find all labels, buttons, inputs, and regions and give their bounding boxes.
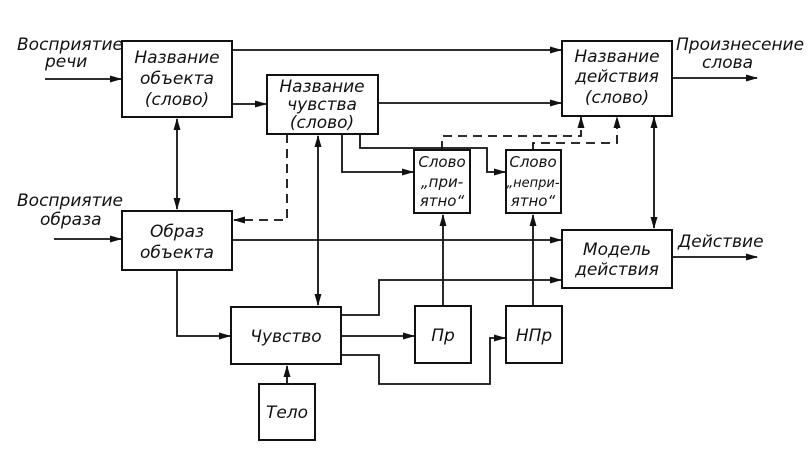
arrow-feeling-to-action-model (341, 276, 562, 316)
block-word-unpleasant-line-1: Слово (509, 153, 556, 171)
block-pleasant-line-1: Пр (431, 326, 455, 346)
block-feeling-name-line-1: Название (279, 77, 364, 97)
block-object-image-line-2: объекта (140, 243, 214, 263)
arrow-object-image-to-feeling (176, 270, 231, 340)
label-image-perception-line-1: Восприятие (17, 191, 123, 211)
block-object-name: Название объекта (слово) (121, 40, 233, 118)
block-body: Тело (258, 383, 316, 441)
block-word-unpleasant-line-3: ятно“ (511, 192, 556, 210)
label-word-pronunciation-line-2: слова (702, 53, 753, 73)
block-feeling: Чувство (230, 306, 342, 365)
block-object-image: Образ объекта (121, 210, 233, 271)
block-word-pleasant-line-2: „при- (421, 173, 463, 191)
block-feeling-name: Название чувства (слово) (266, 74, 379, 135)
block-feeling-line-1: Чувство (250, 327, 321, 347)
label-word-pronunciation: Произнесение слова (676, 35, 804, 73)
label-speech-perception: Восприятие речи (17, 35, 123, 72)
block-action-model-line-2: действия (574, 260, 659, 280)
block-word-pleasant-line-3: ятно“ (420, 192, 465, 210)
arrow-word-unpleasant-to-action-name (532, 116, 621, 150)
arrow-feeling-name-to-word-pleasant (341, 134, 414, 176)
label-word-pronunciation-line-1: Произнесение (676, 35, 804, 55)
block-action-name: Название действия (слово) (561, 40, 673, 117)
label-image-perception-line-2: образа (40, 210, 102, 230)
label-speech-perception-line-1: Восприятие (17, 35, 123, 55)
block-feeling-name-line-2: чувства (287, 95, 357, 115)
block-word-pleasant: Слово „при- ятно“ (413, 149, 471, 214)
arrow-feeling-name-to-object-image (233, 134, 288, 224)
block-action-name-line-3: (слово) (585, 88, 649, 108)
connections (45, 46, 758, 385)
block-unpleasant: НПр (505, 305, 563, 364)
label-action-line-1: Действие (677, 232, 764, 252)
label-speech-perception-line-2: речи (44, 52, 87, 72)
block-object-name-line-1: Название (134, 48, 219, 68)
block-word-unpleasant-line-2: „непри- (506, 176, 559, 191)
block-body-line-1: Тело (266, 403, 308, 423)
arrow-feeling-name-to-word-unpleasant (359, 134, 506, 176)
block-action-model: Модель действия (561, 229, 673, 289)
arrow-feeling-to-unpleasant (341, 334, 506, 385)
label-action: Действие (677, 232, 764, 252)
block-action-model-line-1: Модель (583, 240, 651, 260)
block-object-name-line-3: (слово) (145, 90, 209, 110)
block-unpleasant-line-1: НПр (516, 326, 553, 346)
block-word-unpleasant: Слово „непри- ятно“ (505, 149, 562, 214)
label-image-perception: Восприятие образа (17, 191, 123, 230)
block-action-name-line-1: Название (574, 47, 659, 67)
block-object-name-line-2: объекта (140, 69, 214, 89)
block-feeling-name-line-3: (слово) (290, 113, 354, 133)
block-action-name-line-2: действия (574, 67, 659, 87)
arrow-word-pleasant-to-action-name (441, 116, 585, 150)
block-pleasant: Пр (414, 305, 472, 364)
block-object-image-line-1: Образ (150, 222, 204, 242)
block-word-pleasant-line-1: Слово (418, 153, 465, 171)
